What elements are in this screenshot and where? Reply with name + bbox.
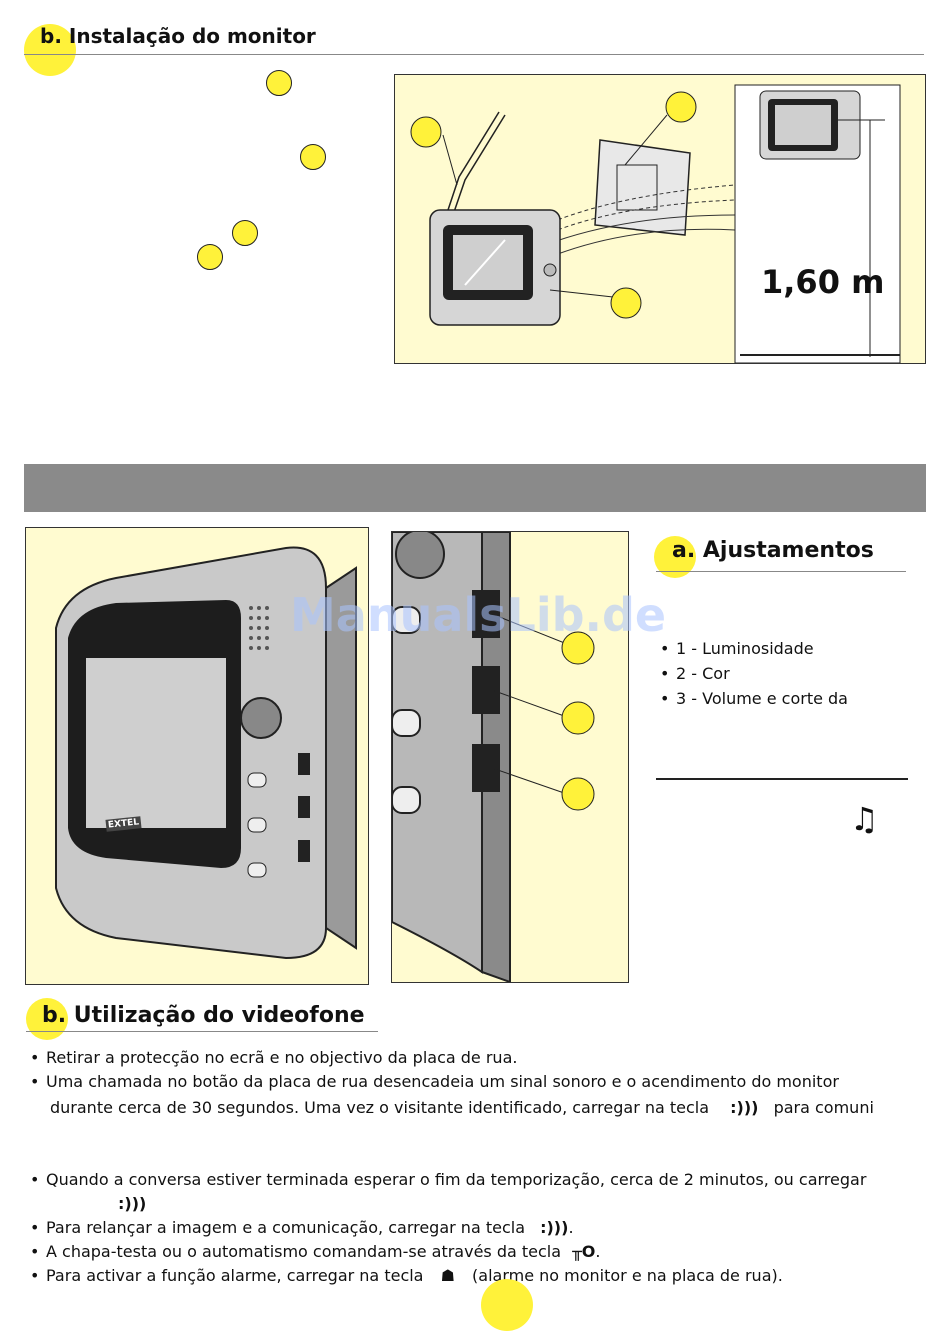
usage-text: para comuni <box>773 1098 874 1117</box>
adjust-divider <box>656 571 906 572</box>
section-band <box>24 464 926 512</box>
adjust-rule <box>656 778 908 780</box>
buttons-closeup-drawing <box>392 532 595 982</box>
list-item: 2 - Cor <box>658 661 848 686</box>
adjust-heading: a. Ajustamentos <box>672 538 874 563</box>
adjust-title: Ajustamentos <box>702 538 874 563</box>
usage-list-3: Para relançar a imagem e a comunicação, … <box>28 1216 783 1288</box>
usage-list: Retirar a protecção no ecrã e no objecti… <box>28 1046 839 1094</box>
list-item: Retirar a protecção no ecrã e no objecti… <box>28 1046 839 1070</box>
callout-dot <box>266 70 292 96</box>
usage-text: Quando a conversa estiver terminada espe… <box>46 1170 867 1189</box>
usage-divider <box>26 1031 378 1032</box>
install-figure: 1,60 m <box>394 74 926 364</box>
speak-icon: :))) <box>118 1194 147 1213</box>
section-marker <box>26 998 68 1040</box>
usage-list-2: Quando a conversa estiver terminada espe… <box>28 1168 866 1192</box>
usage-continuation: durante cerca de 30 segundos. Uma vez o … <box>50 1096 874 1120</box>
page-number-marker <box>481 1279 533 1331</box>
list-item: Para relançar a imagem e a comunicação, … <box>28 1216 783 1240</box>
list-item: Uma chamada no botão da placa de rua des… <box>28 1070 839 1094</box>
section-marker <box>24 24 76 76</box>
usage-letter: b. <box>42 1003 67 1028</box>
usage-text: . <box>568 1218 574 1237</box>
usage-heading: b. Utilização do videofone <box>42 1003 365 1028</box>
speak-icon: :))) <box>540 1218 569 1237</box>
watermark: ManualsLib.de <box>290 588 667 642</box>
usage-text: durante cerca de 30 segundos. Uma vez o … <box>50 1098 710 1117</box>
usage-text: Para relançar a imagem e a comunicação, … <box>46 1218 525 1237</box>
usage-text: Uma chamada no botão da placa de rua des… <box>46 1072 839 1091</box>
music-note-icon: ♫ <box>850 800 879 838</box>
monitor-figure: EXTEL <box>25 527 369 985</box>
height-label: 1,60 m <box>761 263 885 301</box>
alarm-person-icon: ☗ <box>440 1266 455 1285</box>
usage-text: (alarme no monitor e na placa de rua). <box>472 1266 783 1285</box>
usage-text: Retirar a protecção no ecrã e no objecti… <box>46 1048 518 1067</box>
list-item: A chapa-testa ou o automatismo comandam-… <box>28 1240 783 1264</box>
callout-dot <box>197 244 223 270</box>
list-item: Para activar a função alarme, carregar n… <box>28 1264 783 1288</box>
usage-text: Para activar a função alarme, carregar n… <box>46 1266 424 1285</box>
install-title: Instalação do monitor <box>68 24 316 48</box>
list-item: Quando a conversa estiver terminada espe… <box>28 1168 866 1192</box>
callout-dot <box>232 220 258 246</box>
usage-title: Utilização do videofone <box>73 1003 365 1028</box>
speak-icon: :))) <box>730 1098 759 1117</box>
list-item: 3 - Volume e corte da <box>658 686 848 711</box>
install-letter: b. <box>40 24 62 48</box>
buttons-closeup-figure <box>391 531 629 983</box>
list-item: 1 - Luminosidade <box>658 636 848 661</box>
monitor-drawing <box>55 546 357 960</box>
callout-dot <box>300 144 326 170</box>
install-drawing <box>410 84 901 363</box>
usage-text: . <box>595 1242 601 1261</box>
key-icon: ╥O <box>572 1242 596 1261</box>
adjust-letter: a. <box>672 538 696 563</box>
speak-icon-line: :))) <box>118 1192 146 1216</box>
install-divider <box>24 54 924 55</box>
usage-text: A chapa-testa ou o automatismo comandam-… <box>46 1242 562 1261</box>
adjust-list: 1 - Luminosidade 2 - Cor 3 - Volume e co… <box>658 636 848 711</box>
install-heading: b. Instalação do monitor <box>40 24 316 48</box>
